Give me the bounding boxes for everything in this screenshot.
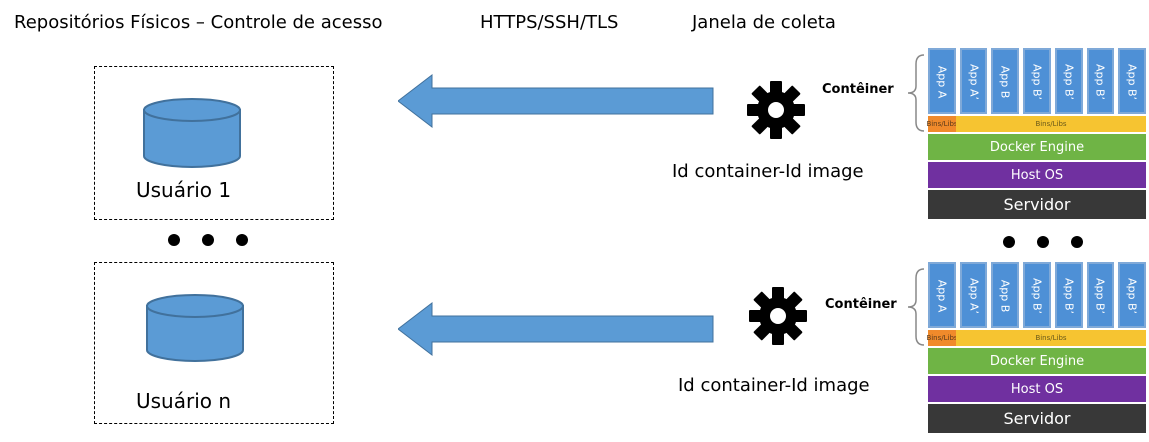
app-container: App B <box>991 262 1020 328</box>
app-label: App B’ <box>1093 277 1107 315</box>
dot <box>1037 236 1049 248</box>
gear-icon <box>749 287 807 345</box>
app-container: App B’ <box>1054 262 1083 328</box>
app-container: App B’ <box>1054 48 1083 114</box>
bracket-icon <box>907 54 925 132</box>
container-image-id-label: Id container-Id image <box>678 375 870 396</box>
app-container: App A’ <box>959 262 988 328</box>
dot <box>1003 236 1015 248</box>
app-container: App B’ <box>1118 262 1147 328</box>
app-label: App B’ <box>1030 63 1044 101</box>
database-icon <box>143 98 241 168</box>
ellipsis-dots-right <box>1003 236 1083 248</box>
app-container: App A <box>928 48 956 114</box>
app-label: App B’ <box>1062 63 1076 101</box>
dot <box>168 234 180 246</box>
dot <box>1071 236 1083 248</box>
bins-libs-a: Bins/Libs <box>926 330 958 346</box>
app-containers: App A App A’ App B App B’ App B’ App B’ … <box>928 262 1147 328</box>
container-label: Contêiner <box>822 82 894 97</box>
host-os-layer: Host OS <box>928 376 1146 402</box>
bins-libs-layer: Bins/Libs Bins/Libs <box>926 330 1146 346</box>
server-layer: Servidor <box>928 404 1146 433</box>
app-container: App B’ <box>1086 48 1115 114</box>
app-label: App A’ <box>967 63 981 101</box>
app-label: App B’ <box>1093 63 1107 101</box>
arrow-left-icon <box>398 74 714 128</box>
host-os-layer: Host OS <box>928 162 1146 188</box>
protocols-label: HTTPS/SSH/TLS <box>480 12 619 33</box>
dot <box>202 234 214 246</box>
collection-window-label: Janela de coleta <box>692 12 836 33</box>
docker-server-stack-1: App A App A’ App B App B’ App B’ App B’ … <box>926 48 1147 219</box>
app-label: App B’ <box>1125 277 1139 315</box>
app-label: App B <box>998 65 1012 99</box>
ellipsis-dots-left <box>168 234 248 246</box>
user-1-repository-box <box>94 66 334 220</box>
docker-engine-layer: Docker Engine <box>928 134 1146 160</box>
dot <box>236 234 248 246</box>
app-container: App B’ <box>1023 262 1051 328</box>
user-1-label: Usuário 1 <box>136 178 232 202</box>
app-container: App B’ <box>1086 262 1115 328</box>
app-containers: App A App A’ App B App B’ App B’ App B’ … <box>928 48 1147 114</box>
docker-server-stack-2: App A App A’ App B App B’ App B’ App B’ … <box>926 262 1147 433</box>
user-n-repository-box <box>94 262 334 424</box>
server-layer: Servidor <box>928 190 1146 219</box>
app-label: App B’ <box>1125 63 1139 101</box>
app-label: App B’ <box>1062 277 1076 315</box>
bins-libs-b: Bins/Libs <box>956 330 1146 346</box>
bins-libs-a: Bins/Libs <box>926 116 958 132</box>
bins-libs-b: Bins/Libs <box>956 116 1146 132</box>
app-container: App B’ <box>1118 48 1147 114</box>
arrow-left-icon <box>398 302 714 356</box>
diagram-title: Repositórios Físicos – Controle de acess… <box>14 12 383 33</box>
app-container: App B <box>991 48 1020 114</box>
app-container: App A’ <box>959 48 988 114</box>
app-container: App B’ <box>1023 48 1051 114</box>
user-n-label: Usuário n <box>136 389 232 413</box>
database-icon <box>146 294 244 362</box>
app-container: App A <box>928 262 956 328</box>
app-label: App B <box>998 279 1012 313</box>
container-label: Contêiner <box>825 297 897 312</box>
app-label: App A’ <box>967 277 981 315</box>
gear-icon <box>747 81 805 139</box>
container-image-id-label: Id container-Id image <box>672 161 864 182</box>
docker-engine-layer: Docker Engine <box>928 348 1146 374</box>
app-label: App A <box>935 279 949 313</box>
bins-libs-layer: Bins/Libs Bins/Libs <box>926 116 1146 132</box>
bracket-icon <box>907 268 925 346</box>
app-label: App A <box>935 65 949 99</box>
app-label: App B’ <box>1030 277 1044 315</box>
